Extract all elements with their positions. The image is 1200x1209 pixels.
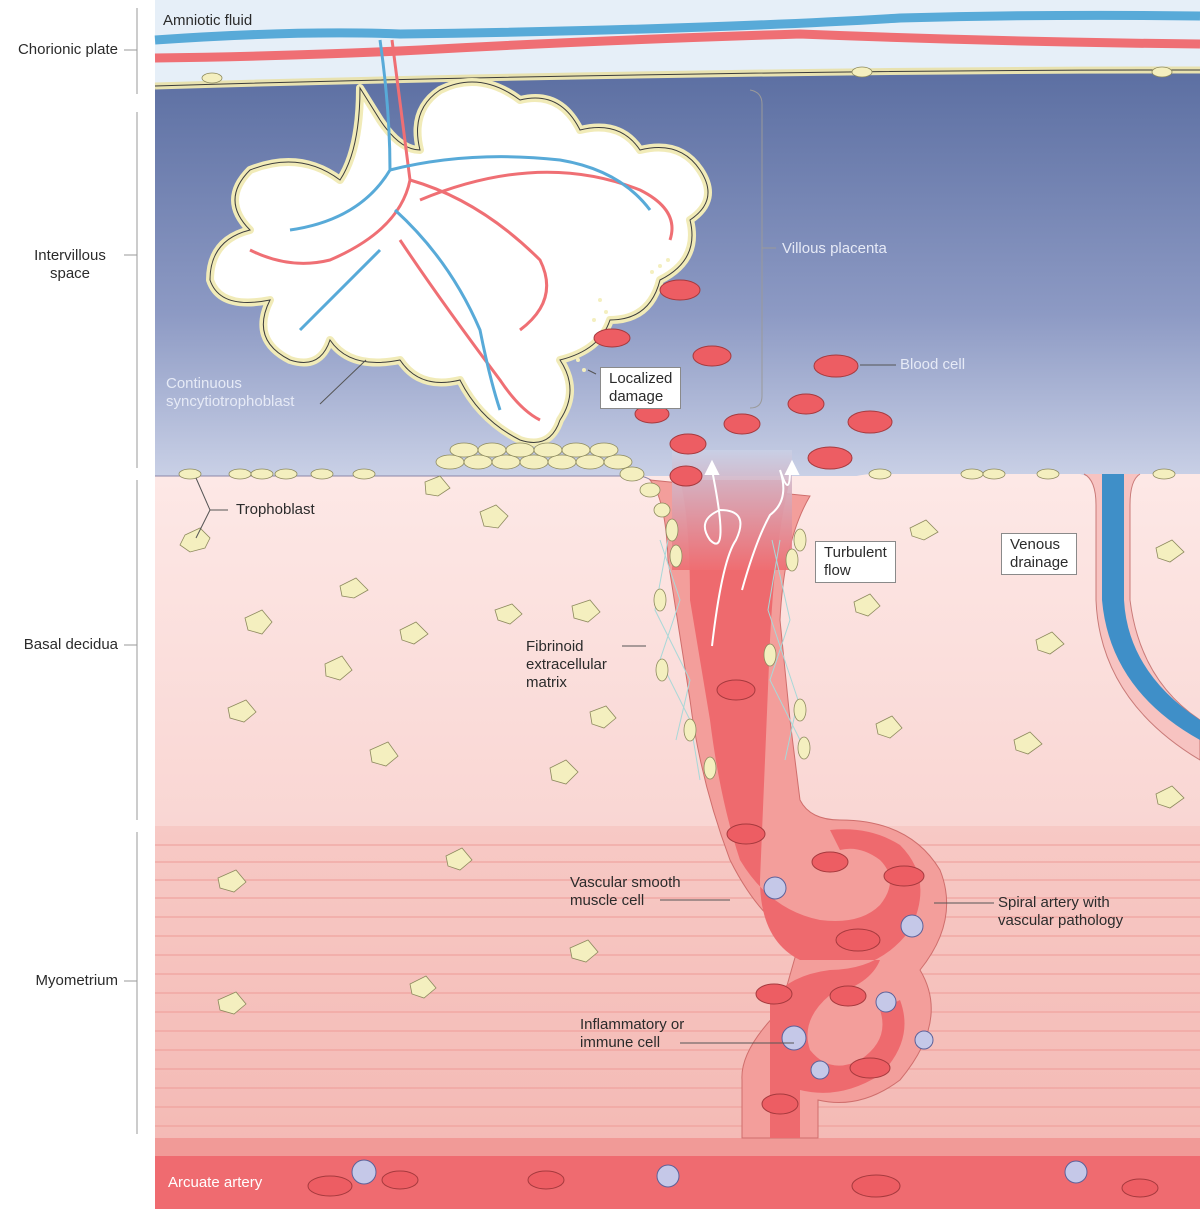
chorionic-artery [154,29,1200,63]
region-label-intervillous-space: Intervillous space [34,247,106,282]
turbulent-flow-arrows [703,459,800,647]
region-brackets [124,7,776,1134]
label-spiral-artery: Spiral artery with vascular pathology [998,894,1124,929]
label-villous-placenta: Villous placenta [782,240,887,257]
label-trophoblast: Trophoblast [236,501,315,518]
region-label-chorionic-plate: Chorionic plate [17,41,118,58]
callout-localized-damage: Localized damage [600,367,682,409]
anchoring-trophoblast [435,442,671,518]
myometrium-fibres [155,844,1200,1127]
label-fibrinoid-ecm: Fibrinoid extracellular matrix [526,638,607,691]
villous-tree [206,39,712,447]
damage-particles [576,258,670,372]
red-blood-cells [307,279,1159,1198]
spiral-artery-lumen [680,480,921,1138]
chorionic-vein [154,10,1200,45]
callout-venous-drainage: Venous drainage [1001,533,1078,575]
venous-drainage [1102,474,1200,740]
interstitial-trophoblasts [179,475,1185,1015]
label-vascular-smooth-muscle-cell: Vascular smooth muscle cell [570,874,681,909]
arcuate-artery-wall [155,1138,1200,1158]
callout-turbulent-flow: Turbulent flow [815,541,896,583]
immune-cells [351,876,1088,1188]
region-label-myometrium: Myometrium [35,972,118,989]
leader-lines [195,359,994,1044]
label-arcuate-artery: Arcuate artery [168,1174,263,1191]
label-amniotic-fluid: Amniotic fluid [163,12,253,29]
myometrium [155,826,1200,1146]
label-inflammatory-cell: Inflammatory or immune cell [580,1016,685,1051]
surface-trophoblasts [178,66,1176,780]
label-continuous-syncytiotrophoblast: Continuous syncytiotrophoblast [166,375,295,410]
label-blood-cell: Blood cell [900,356,966,373]
region-label-basal-decidua: Basal decidua [23,636,118,653]
